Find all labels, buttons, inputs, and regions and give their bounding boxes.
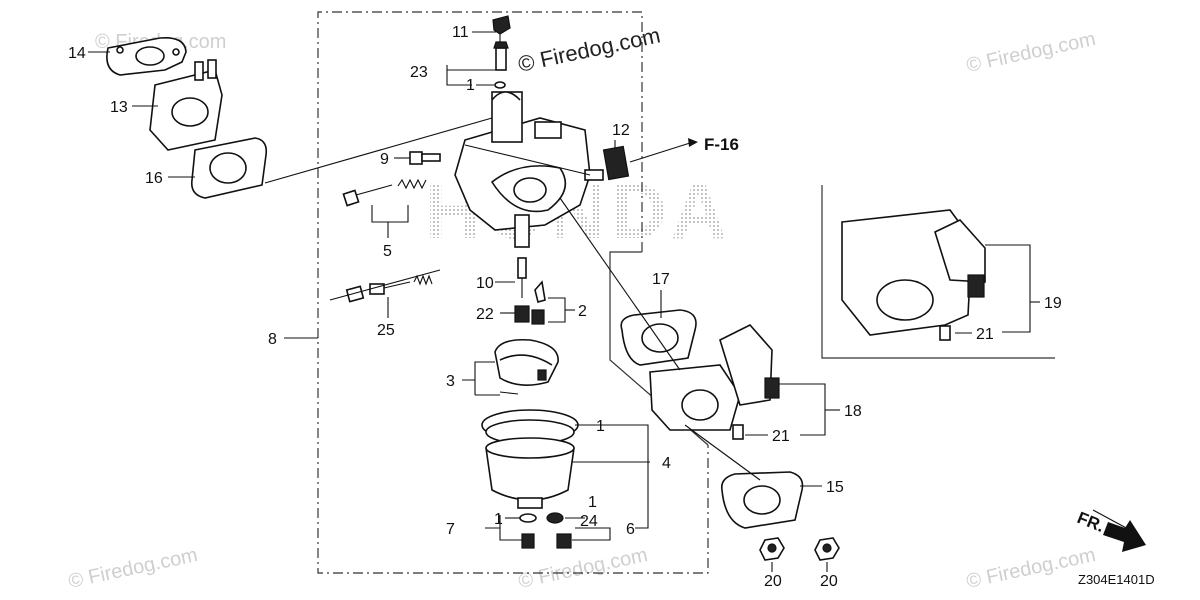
screw-part-23 — [493, 41, 509, 71]
gasket-part-14 — [106, 36, 187, 76]
insulator-part-19 — [841, 209, 986, 336]
callout-8: 8 — [268, 331, 277, 348]
callout-14: 14 — [68, 45, 86, 62]
carburetor-body — [454, 91, 604, 248]
drain-screw-part-6 — [546, 512, 572, 549]
callout-24: 24 — [580, 513, 598, 530]
callout-3: 3 — [446, 373, 455, 390]
callout-20-right: 20 — [820, 573, 838, 590]
callout-5: 5 — [383, 243, 392, 260]
callout-10: 10 — [476, 275, 494, 292]
callout-1-top: 1 — [466, 77, 475, 94]
watermark-top-right: © Firedog.com — [964, 28, 1097, 77]
watermark-bottom-left: © Firedog.com — [66, 544, 199, 593]
screw-part-9 — [409, 151, 441, 165]
gasket-part-16 — [190, 137, 268, 199]
callout-1-bowl: 1 — [596, 418, 605, 435]
insulator-part-18 — [649, 324, 780, 431]
front-marker: FR. — [1075, 508, 1108, 536]
dowel-pin-part-21-inset — [939, 325, 951, 341]
watermark-bottom-center: © Firedog.com — [516, 544, 649, 593]
callout-16: 16 — [145, 170, 163, 187]
pilot-screw-part-5 — [342, 178, 427, 207]
jet-part-22 — [514, 305, 530, 323]
callout-9: 9 — [380, 151, 389, 168]
dowel-pin-part-21 — [732, 424, 744, 440]
callout-17: 17 — [652, 271, 670, 288]
bolt-part-7 — [519, 513, 537, 549]
watermark-main: © Firedog.com — [516, 22, 663, 77]
callout-19: 19 — [1044, 295, 1062, 312]
callout-20-left: 20 — [764, 573, 782, 590]
screw-part-11 — [492, 15, 511, 42]
leader-lines — [88, 31, 1131, 572]
callout-21: 21 — [772, 428, 790, 445]
callout-7: 7 — [446, 521, 455, 538]
o-ring-part-1-top — [494, 81, 506, 89]
callout-1-left: 1 — [494, 511, 503, 528]
nut-part-20-right — [814, 537, 840, 561]
callout-22: 22 — [476, 306, 494, 323]
filter-part-12 — [602, 145, 630, 181]
callout-4: 4 — [662, 455, 671, 472]
callout-18: 18 — [844, 403, 862, 420]
front-arrow-icon — [1103, 520, 1146, 552]
gasket-part-17 — [620, 309, 697, 366]
nut-part-20-left — [759, 537, 785, 561]
float-part-3 — [494, 338, 559, 395]
callout-6: 6 — [626, 521, 635, 538]
diagram-code: Z304E1401D — [1078, 572, 1155, 587]
inset-frame — [821, 185, 1055, 359]
callout-2: 2 — [578, 303, 587, 320]
jet-set-part-2 — [531, 280, 546, 325]
callout-23: 23 — [410, 64, 428, 81]
callout-21-inset: 21 — [976, 326, 994, 343]
callout-1-right: 1 — [588, 494, 597, 511]
float-chamber-part-4 — [481, 409, 579, 509]
float-needle-part-10 — [517, 257, 527, 298]
assembly-frame — [317, 11, 709, 574]
callout-11: 11 — [452, 24, 469, 41]
insulator-part-13 — [149, 59, 223, 151]
callout-25: 25 — [377, 322, 395, 339]
callout-13: 13 — [110, 99, 128, 116]
gasket-part-15 — [720, 471, 804, 529]
callout-12: 12 — [612, 122, 630, 139]
callout-15: 15 — [826, 479, 844, 496]
reference-f16: F-16 — [704, 135, 739, 154]
screw-kit-part-25 — [345, 274, 433, 303]
